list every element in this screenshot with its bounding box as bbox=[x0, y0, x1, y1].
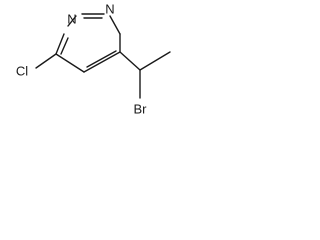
atom-n-right: N bbox=[105, 1, 114, 16]
bond-n1-c2 bbox=[67, 15, 77, 27]
bond-c4-ch bbox=[119, 51, 141, 71]
chemical-structure: N N Cl Br bbox=[16, 1, 171, 116]
bond-c5-c4-double bbox=[86, 50, 117, 68]
bond-c6-cl bbox=[35, 53, 57, 69]
atom-br: Br bbox=[134, 101, 148, 116]
substituents bbox=[35, 51, 171, 99]
pyrimidine-ring bbox=[55, 13, 121, 73]
bond-c6-c5 bbox=[55, 53, 85, 73]
bond-n1-c6 bbox=[55, 33, 65, 55]
atom-n-top: N bbox=[67, 11, 76, 26]
bond-ch-ch3 bbox=[139, 51, 171, 71]
bond-n1-c6-double bbox=[60, 37, 69, 55]
atom-cl: Cl bbox=[16, 63, 28, 78]
bond-c5-c4 bbox=[83, 51, 121, 73]
bond-n3-c4 bbox=[109, 15, 121, 35]
